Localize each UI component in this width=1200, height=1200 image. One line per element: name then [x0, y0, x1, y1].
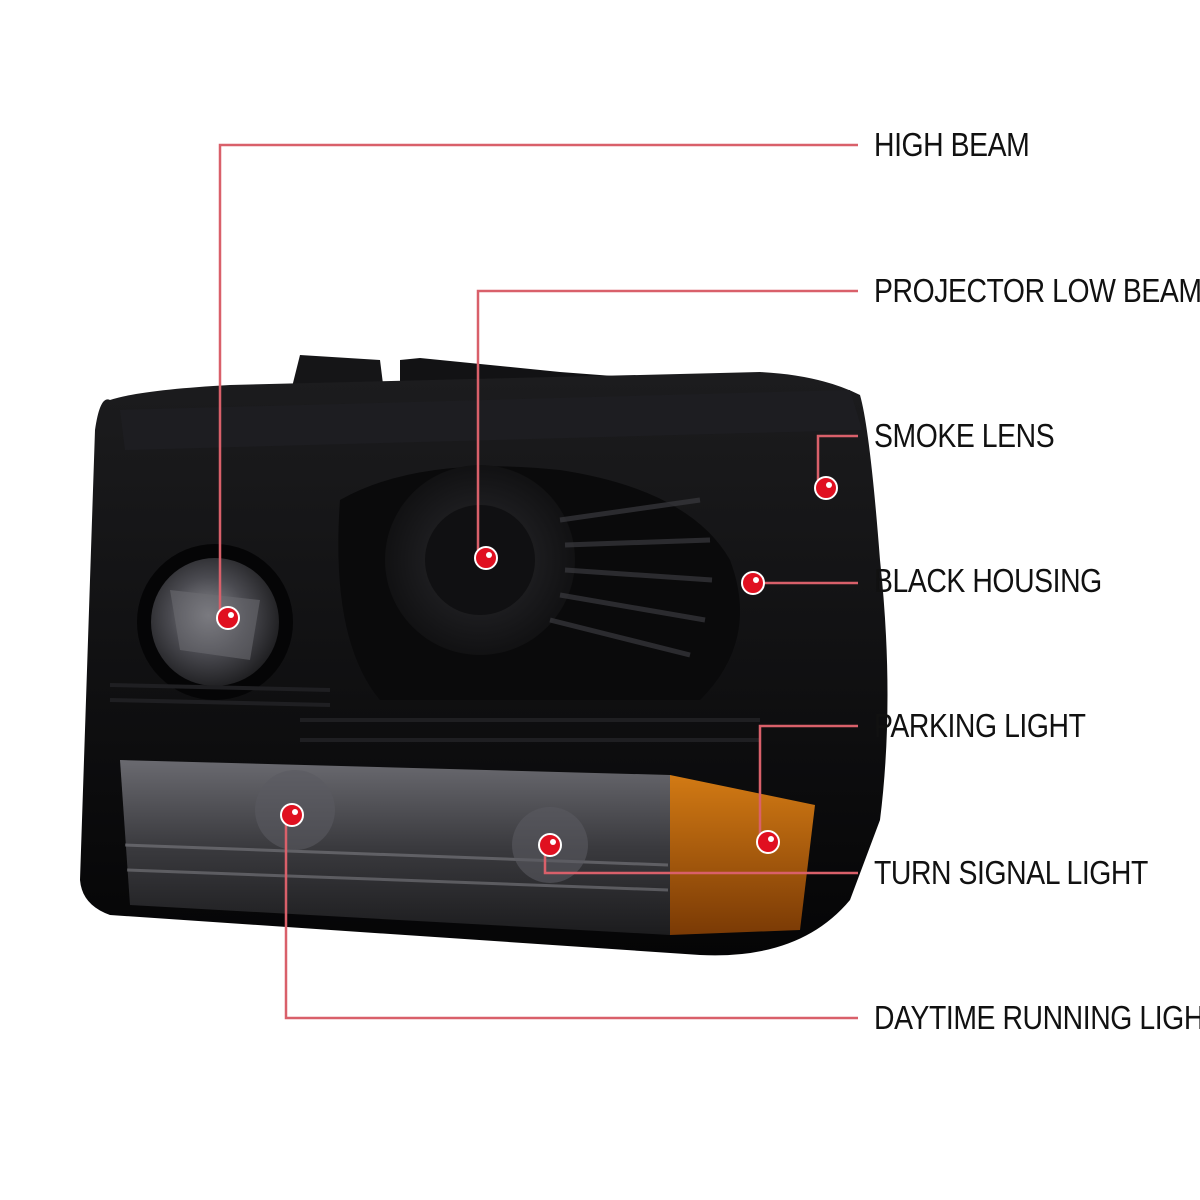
marker-parking-light — [756, 830, 780, 854]
marker-projector-low-beam — [474, 546, 498, 570]
high-beam-reflector — [137, 544, 293, 700]
marker-smoke-lens — [814, 476, 838, 500]
label-turn-signal-light: TURN SIGNAL LIGHT — [874, 854, 1148, 891]
smoke-lens-surface — [120, 390, 862, 450]
marker-drl — [280, 803, 304, 827]
label-smoke-lens: SMOKE LENS — [874, 417, 1055, 454]
label-projector-low-beam: PROJECTOR LOW BEAM — [874, 272, 1200, 309]
marker-high-beam — [216, 606, 240, 630]
lower-light-bar — [120, 760, 670, 935]
label-high-beam: HIGH BEAM — [874, 126, 1030, 163]
label-parking-light: PARKING LIGHT — [874, 707, 1086, 744]
marker-turn-signal — [538, 833, 562, 857]
label-daytime-running-light: DAYTIME RUNNING LIGHT — [874, 999, 1200, 1036]
housing-ribs — [109, 683, 760, 742]
label-black-housing: BLACK HOUSING — [874, 562, 1102, 599]
callout-markers — [216, 476, 838, 857]
marker-black-housing — [741, 571, 765, 595]
amber-parking-lens — [670, 775, 815, 935]
